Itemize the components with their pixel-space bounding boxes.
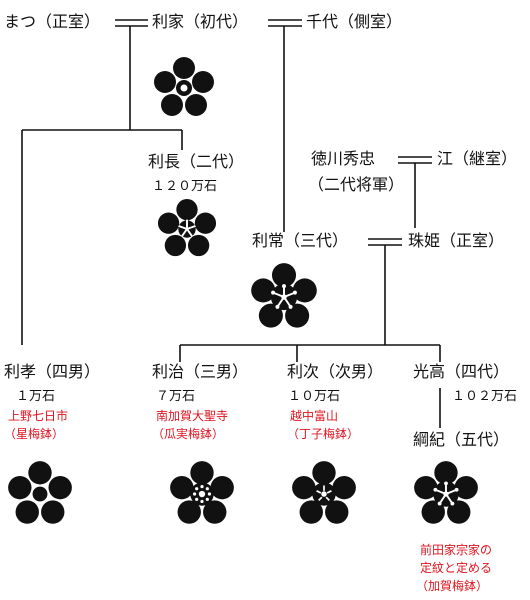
person-toshitsugu-name: 利次（次男） [287, 362, 384, 381]
person-toshitaka-domain: 上野七日市 [8, 409, 69, 423]
person-toshitaka-crest-label: （星梅鉢） [4, 427, 65, 441]
person-mitsutaka-stipend: １０２万石 [452, 389, 518, 404]
person-mitsutaka-name: 光高（四代） [413, 362, 510, 381]
person-tsunanori-name: 綱紀（五代） [413, 430, 510, 449]
person-toshinaga-name: 利長（二代） [148, 152, 245, 171]
hoshi-ume-bachi-crest-icon [8, 461, 72, 524]
urizane-ume-bachi-crest-icon [170, 461, 234, 524]
person-tsunanori-note-3: （加賀梅鉢） [416, 579, 489, 593]
kaga-ume-bachi-crest-icon [251, 263, 317, 328]
kaga-ume-bachi-crest-icon [414, 461, 478, 524]
person-toshitsune-name: 利常（三代） [252, 231, 349, 250]
choji-ume-bachi-crest-icon [292, 461, 356, 524]
person-toshitsugu-crest-label: （丁子梅鉢） [287, 427, 360, 441]
person-toshiharu-name: 利治（三男） [152, 362, 249, 381]
person-toshinaga-stipend: １２０万石 [152, 179, 218, 194]
person-tamahime-name: 珠姫（正室） [408, 231, 505, 250]
person-toshitaka-stipend: １万石 [16, 389, 56, 404]
person-hidetada-name: 徳川秀忠 [311, 149, 376, 168]
person-tsunanori-note-1: 前田家宗家の [420, 543, 493, 557]
person-toshiharu-domain: 南加賀大聖寺 [156, 409, 229, 423]
ume-bachi-star-crest-icon [157, 198, 217, 257]
person-toshiharu-stipend: ７万石 [156, 389, 196, 404]
person-toshitsugu-domain: 越中富山 [290, 409, 339, 423]
person-toshiharu-crest-label: （瓜実梅鉢） [152, 427, 225, 441]
person-go-name: 江（継室） [437, 149, 518, 168]
person-toshiie-name: 利家（初代） [152, 12, 249, 31]
person-toshitaka-name: 利孝（四男） [4, 362, 101, 381]
person-chiyo-name: 千代（側室） [306, 12, 403, 31]
person-toshitsugu-stipend: １０万石 [288, 389, 341, 404]
person-hidetada-title: （二代将軍） [308, 175, 405, 194]
person-matsu-name: まつ（正室） [4, 12, 101, 31]
person-tsunanori-note-2: 定紋と定める [420, 561, 493, 575]
ume-bachi-crest-icon [154, 57, 214, 116]
